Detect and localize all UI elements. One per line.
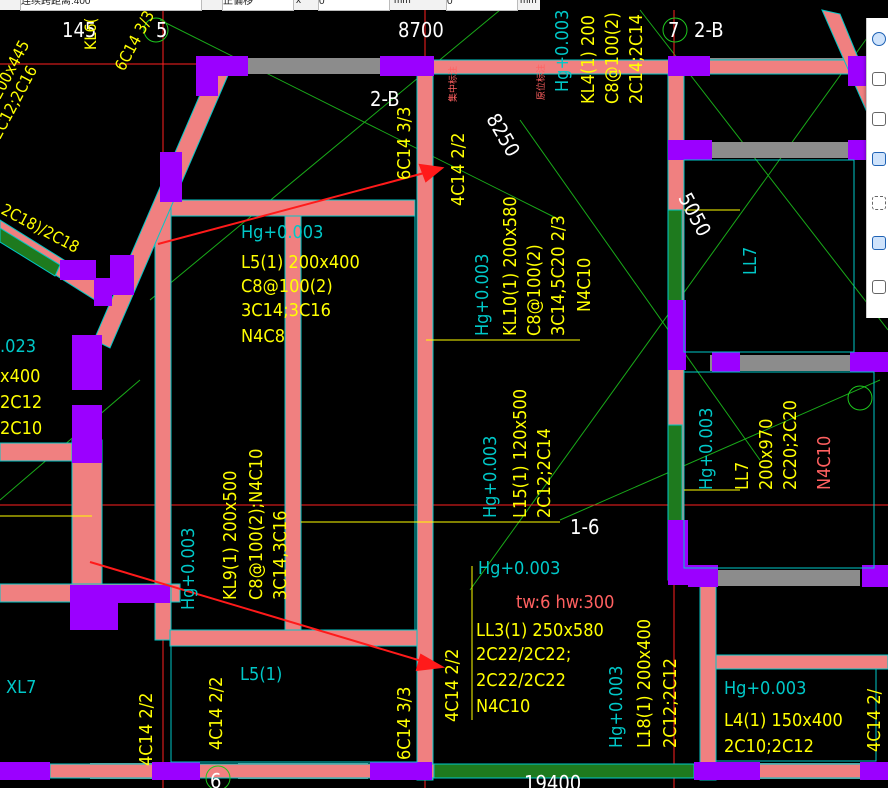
kl4-line1: KL4(1) 200 — [578, 15, 599, 104]
dim-19400: 19400 — [524, 771, 581, 788]
ll7-line3: 2C20;2C20 — [780, 400, 801, 490]
left-annotations: .023 x400 2C12 2C10 XL7 — [0, 336, 42, 698]
offset-dropdown[interactable]: 正偏移 — [222, 0, 294, 11]
l18-hg: Hg+0.003 — [606, 666, 627, 748]
l5-line4: N4C8 — [241, 326, 285, 347]
l4-hg: Hg+0.003 — [724, 678, 806, 699]
left-2: x400 — [0, 366, 40, 387]
ll3-line3: 2C22/2C22 — [476, 670, 566, 691]
green-walls — [0, 209, 695, 779]
left-hg: .023 — [0, 336, 36, 357]
red-arrows — [89, 163, 446, 672]
l18-line1: L18(1) 200x400 — [634, 619, 655, 748]
l5-line2: C8@100(2) — [241, 276, 333, 297]
axis-145: 145 — [62, 18, 96, 42]
ll3-annotation: Hg+0.003 tw:6 hw:300 LL3(1) 250x580 2C22… — [471, 558, 614, 720]
x-offset-input[interactable]: 0 — [318, 0, 390, 11]
l15-line1: L15(1) 120x500 — [510, 389, 531, 518]
rect-icon[interactable] — [872, 112, 886, 126]
kl10-hg: Hg+0.003 — [472, 254, 493, 336]
col-6c14-top: 6C14 3/3 — [394, 107, 415, 180]
axis-2b-mid: 2-B — [370, 87, 400, 111]
kl9-line1: KL9(1) 200x500 — [220, 471, 241, 600]
ll3-tw: tw:6 hw:300 — [516, 592, 614, 613]
x-unit: mm — [394, 0, 411, 6]
l5-hg: Hg+0.003 — [241, 222, 323, 243]
span-distance-field[interactable]: 连续跨距离:400 — [20, 0, 202, 11]
layer-icon[interactable] — [872, 152, 886, 166]
col-4c14-top: 4C14 2/2 — [448, 133, 469, 206]
ll7-label: LL7 — [740, 247, 761, 275]
ll7-hg: Hg+0.003 — [696, 408, 717, 490]
axis-2b-top: 2-B — [694, 18, 724, 42]
ll7-line2: 200x970 — [756, 419, 777, 490]
axis-6: 6 — [210, 769, 221, 788]
cube-icon[interactable] — [872, 236, 886, 250]
tag-a: 集中标注 — [447, 66, 459, 102]
l4-line1: L4(1) 150x400 — [724, 710, 843, 731]
l5-annotation: Hg+0.003 L5(1) 200x400 C8@100(2) 3C14;3C… — [241, 222, 360, 347]
kl4-line3: 2C14;2C14 — [626, 14, 647, 104]
columns — [0, 56, 888, 780]
view-palette — [866, 18, 888, 318]
kl9-line2: C8@100(2);N4C10 — [246, 449, 267, 600]
col-4c14-right: 4C14 2/ — [864, 688, 885, 752]
y-unit: mm — [520, 0, 537, 6]
left-3: 2C12 — [0, 392, 42, 413]
tl-text-3: KL6( — [81, 18, 100, 50]
col-4c14-left2: 4C14 2/2 — [206, 677, 227, 750]
tag-b: 原位标注 — [535, 64, 547, 100]
col-4c14-left: 4C14 2/2 — [136, 693, 157, 766]
col-6c14-bot: 6C14 3/3 — [394, 687, 415, 760]
l5-bottom: L5(1) — [240, 664, 282, 685]
leader-lines — [0, 209, 740, 523]
l5-line1: L5(1) 200x400 — [241, 252, 360, 273]
l18-annotation: Hg+0.003 L18(1) 200x400 2C12;2C12 — [606, 619, 681, 748]
left-4: 2C10 — [0, 418, 42, 439]
axis-1-6: 1-6 — [570, 515, 599, 539]
l15-hg: Hg+0.003 — [480, 436, 501, 518]
l4-line2: 2C10;2C12 — [724, 736, 814, 757]
kl4-annotation: Hg+0.003 KL4(1) 200 C8@100(2) 2C14;2C14 … — [535, 10, 647, 104]
list-icon[interactable] — [872, 280, 886, 294]
room-outlines — [170, 159, 877, 763]
bottom-column-labels: L5(1) 4C14 2/2 6C14 3/3 4C14 2/2 4C14 2/… — [136, 649, 885, 766]
xl7-label: XL7 — [6, 677, 36, 698]
kl10-line3: 3C14,5C20 2/3 — [548, 215, 569, 336]
y-offset-input[interactable]: 0 — [446, 0, 518, 11]
l18-line2: 2C12;2C12 — [660, 658, 681, 748]
l5-line3: 3C14;3C16 — [241, 300, 331, 321]
l15-annotation: Hg+0.003 L15(1) 120x500 2C12;2C14 — [480, 389, 555, 518]
3d-view-icon[interactable] — [872, 72, 886, 86]
ll7-annotation: Hg+0.003 LL7 200x970 2C20;2C20 N4C10 LL7 — [696, 247, 835, 490]
col-4c14-bot: 4C14 2/2 — [442, 649, 463, 722]
ll3-line4: N4C10 — [476, 696, 530, 717]
axis-5: 5 — [156, 18, 167, 42]
ll7-line1: LL7 — [732, 462, 753, 490]
grid-bubbles — [143, 17, 873, 788]
selection-icon[interactable] — [872, 196, 886, 210]
kl10-line4: N4C10 — [574, 258, 595, 312]
kl10-annotation: Hg+0.003 KL10(1) 200x580 C8@100(2) 3C14,… — [394, 66, 595, 336]
kl4-hg: Hg+0.003 — [552, 10, 573, 92]
l4-annotation: Hg+0.003 L4(1) 150x400 2C10;2C12 — [724, 678, 843, 757]
kl10-line2: C8@100(2) — [524, 244, 545, 336]
ll3-line2: 2C22/2C22; — [476, 644, 571, 665]
ll7-line4: N4C10 — [814, 436, 835, 490]
x-label: x — [296, 0, 301, 6]
kl10-line1: KL10(1) 200x580 — [500, 196, 521, 336]
axis-8700: 8700 — [398, 18, 444, 42]
kl9-annotation: Hg+0.003 KL9(1) 200x500 C8@100(2);N4C10 … — [178, 449, 291, 610]
kl9-hg: Hg+0.003 — [178, 528, 199, 610]
cloud-icon[interactable] — [872, 32, 886, 46]
ll3-line1: LL3(1) 250x580 — [476, 620, 604, 641]
axis-7: 7 — [668, 18, 679, 42]
kl4-line2: C8@100(2) — [602, 12, 623, 104]
kl9-line3: 3C14,3C16 — [270, 510, 291, 600]
top-toolbar: 连续跨距离:400 正偏移 x 0 mm 0 mm — [0, 0, 540, 11]
l15-line2: 2C12;2C14 — [534, 428, 555, 518]
ll3-hg: Hg+0.003 — [478, 558, 560, 579]
